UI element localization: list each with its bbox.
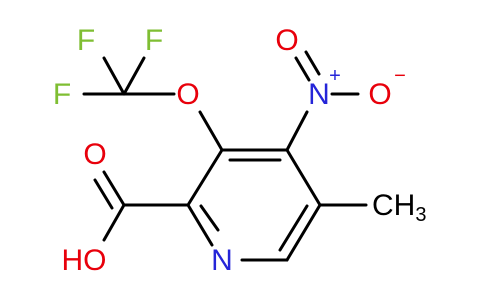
bond-n-c2: [186, 203, 214, 247]
bond-cacid-o-double-a: [102, 170, 126, 207]
bond-c5-c6-double: [278, 204, 309, 252]
oxygen-minus-charge: −: [394, 65, 406, 87]
nitro-oxygen-top: O: [275, 24, 298, 57]
bond-cacid-o-double-b: [93, 178, 114, 210]
hydroxyl-label: HO: [62, 244, 107, 277]
bond-c5-c6: [285, 203, 322, 262]
bond-cacid-oh: [102, 203, 126, 242]
nitro-group: [285, 50, 360, 152]
bond-n-o-top-a: [294, 56, 311, 82]
nitro-plus-charge: +: [329, 65, 341, 87]
carbonyl-oxygen: O: [83, 138, 106, 171]
trifluoromethoxy-group: [82, 56, 224, 152]
fluorine-top-left: F: [77, 24, 95, 57]
methyl-carbon: CH: [372, 189, 415, 222]
ether-oxygen: O: [176, 78, 199, 111]
bond-c4-c5: [285, 148, 322, 207]
bond-cf3-f-top-right: [122, 56, 146, 96]
bond-c3-o: [198, 110, 224, 152]
methyl-label: CH3: [372, 189, 426, 226]
bond-c2-c3: [186, 148, 224, 207]
fluorine-top-right: F: [145, 24, 163, 57]
bond-n-o-top-b: [304, 50, 321, 76]
nitro-oxygen-right: O: [368, 78, 391, 111]
bond-c4-n: [285, 110, 309, 152]
ring-nitrogen: N: [211, 244, 233, 277]
carboxyl-group: [93, 170, 190, 242]
methyl-subscript: 3: [415, 204, 426, 226]
fluorine-left: F: [53, 78, 71, 111]
pyridine-ring: [186, 148, 322, 262]
bond-cf3-f-top-left: [102, 56, 126, 96]
bond-n-c2-double: [199, 204, 220, 232]
nitro-nitrogen: N: [308, 78, 330, 111]
